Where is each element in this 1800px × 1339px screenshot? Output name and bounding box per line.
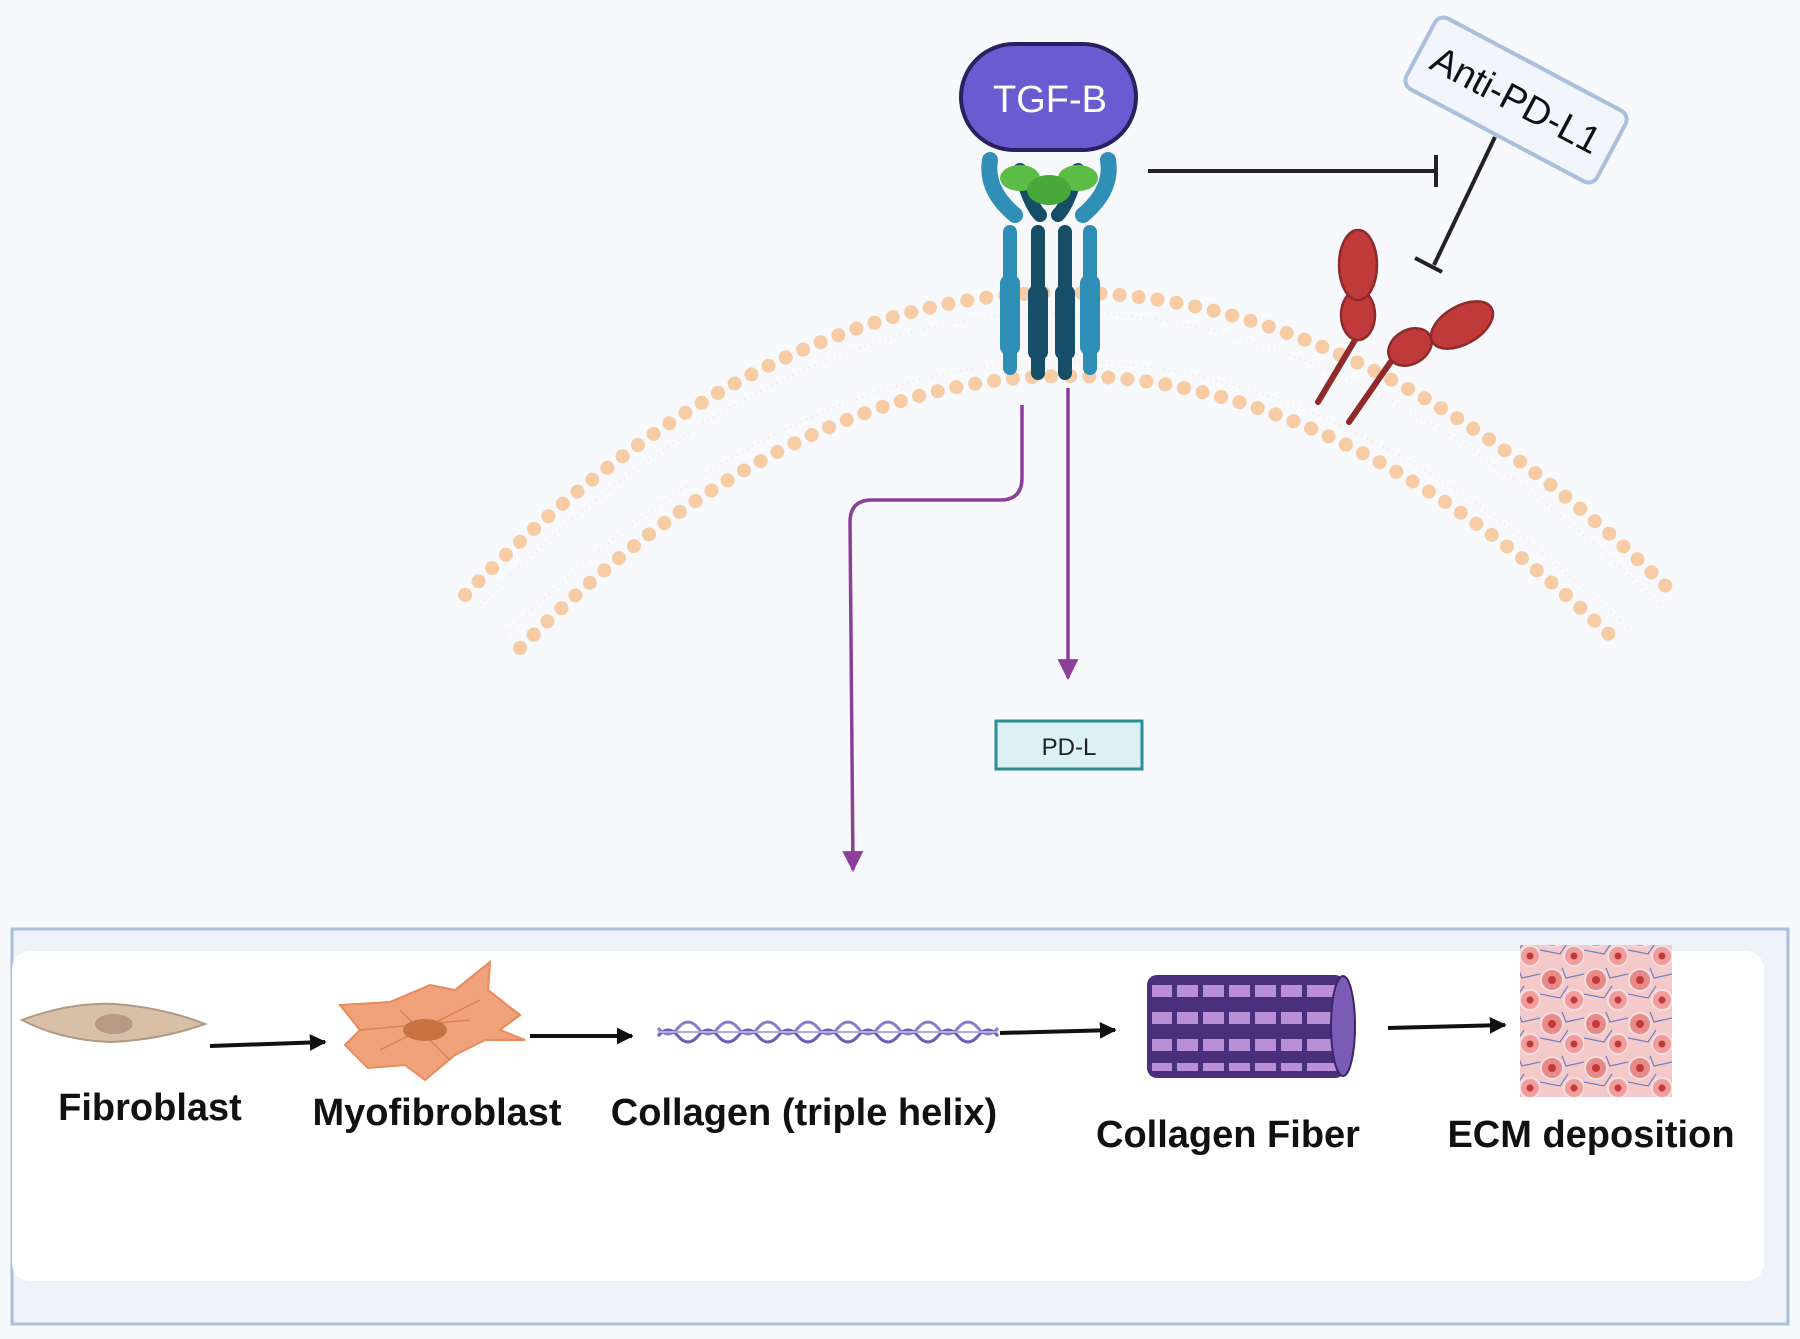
stage-label-myofibroblast: Myofibroblast	[312, 1092, 561, 1134]
ecm-icon	[1520, 945, 1672, 1097]
pdl1-protein-left	[1315, 228, 1379, 405]
anti-pdl1-antibody: Anti-PD-L1	[1403, 15, 1629, 185]
arrow-fibroblast-to-myofibroblast	[209, 1034, 327, 1051]
stage-label-collagen-fiber: Collagen Fiber	[1096, 1114, 1360, 1156]
tgfb-label: TGF-B	[993, 79, 1107, 121]
stage-label-collagen-helix: Collagen (triple helix)	[611, 1092, 997, 1134]
tgfb-receptor-complex	[981, 152, 1117, 380]
stage-label-ecm-deposition: ECM deposition	[1447, 1114, 1734, 1156]
collagen-fiber-icon	[1147, 975, 1356, 1078]
inhibition-receptor-to-antibody	[1148, 155, 1438, 187]
tgfb-ligand: TGF-B	[959, 42, 1138, 152]
pdl1-protein-right	[1346, 300, 1495, 425]
pdl-label: PD-L	[1042, 734, 1097, 761]
collagen-helix-icon	[656, 1020, 1000, 1044]
inhibition-antibody-to-pdl1	[1414, 136, 1497, 274]
myofibroblast-icon	[338, 959, 526, 1082]
stage-label-fibroblast: Fibroblast	[58, 1087, 242, 1129]
fibroblast-icon	[19, 1002, 208, 1044]
arrow-collagen-to-fiber	[999, 1021, 1117, 1039]
arrow-fiber-to-ecm	[1387, 1016, 1507, 1034]
signal-arrow-to-ecm	[842, 405, 1024, 873]
pdl-product-box: PD-L	[994, 719, 1144, 771]
